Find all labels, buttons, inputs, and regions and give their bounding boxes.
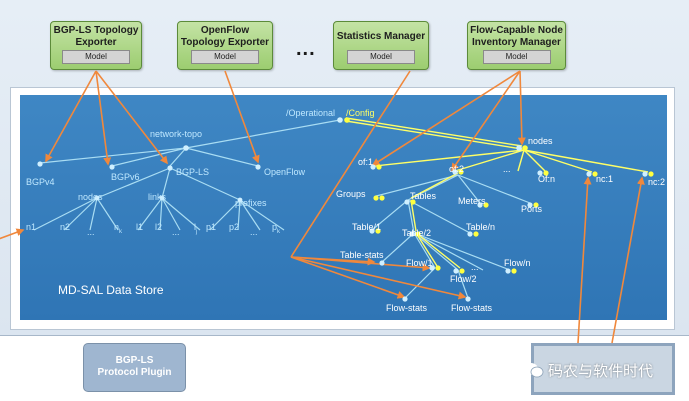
md-sal-datastore-panel (20, 95, 667, 320)
node-n1-label: n1 (26, 222, 36, 232)
link-l1-label: l1 (136, 222, 143, 232)
datastore-title: MD-SAL Data Store (58, 283, 164, 297)
tree-nodes (37, 117, 654, 302)
flown-label: Flow/n (504, 258, 531, 268)
module-title: Topology Exporter (180, 37, 270, 48)
node-ellipsis: ... (87, 227, 95, 237)
inventory-nodes-label: nodes (528, 136, 553, 146)
flow1-label: Flow/1 (406, 258, 433, 268)
openflow-label: OpenFlow (264, 167, 306, 177)
meters-label: Meters (458, 196, 486, 206)
table-stats-label: Table-stats (340, 250, 384, 260)
bgp-ls-topology-exporter-module[interactable]: BGP-LS Topology Exporter Model (50, 21, 142, 70)
links-label: links (148, 192, 167, 202)
link-ellipsis: ... (172, 227, 180, 237)
prefix-p1-label: p1 (206, 222, 216, 232)
model-badge: Model (482, 50, 551, 64)
statistics-manager-module[interactable]: Statistics Manager Model (333, 21, 429, 70)
prefix-ellipsis: ... (250, 227, 258, 237)
openflow-plugin-box (531, 343, 675, 395)
operational-label: /Operational (286, 108, 335, 118)
bgpv6-label: BGPv6 (111, 172, 140, 182)
model-badge: Model (191, 50, 259, 64)
module-title: OpenFlow (200, 25, 250, 36)
flow2-label: Flow/2 (450, 274, 477, 284)
tables-label: Tables (410, 191, 437, 201)
wechat-icon (524, 363, 544, 378)
plugin-title: BGP-LS (115, 355, 154, 366)
of2-label: of:2 (449, 164, 464, 174)
plugin-title: Protocol Plugin (97, 367, 172, 378)
flow-stats-label-1: Flow-stats (386, 303, 428, 313)
bgpv4-label: BGPv4 (26, 177, 55, 187)
table2-label: Table/2 (402, 228, 431, 238)
module-title: BGP-LS Topology (53, 25, 139, 36)
module-title: Flow-Capable Node (470, 25, 563, 36)
groups-label: Groups (336, 189, 366, 199)
config-label: /Config (346, 108, 375, 118)
node-nk-label: nk (114, 222, 123, 235)
link-l2-label: l2 (155, 222, 162, 232)
nc1-label: nc:1 (596, 174, 613, 184)
module-title: Exporter (75, 37, 117, 48)
of-ellipsis: ... (503, 164, 511, 174)
bgp-ls-label: BGP-LS (176, 167, 209, 177)
prefixes-label: prefixes (235, 198, 267, 208)
module-arrows (0, 70, 645, 344)
prefix-pk-label: pk (272, 222, 281, 235)
more-modules-ellipsis: ... (296, 38, 316, 60)
flow-capable-node-inventory-manager-module[interactable]: Flow-Capable Node Inventory Manager Mode… (467, 21, 566, 70)
module-title: Statistics Manager (336, 31, 426, 42)
openflow-topology-exporter-module[interactable]: OpenFlow Topology Exporter Model (177, 21, 273, 70)
table1-label: Table/1 (352, 222, 381, 232)
nodes-label: nodes (78, 192, 103, 202)
tablen-label: Table/n (466, 222, 495, 232)
ports-label: Ports (521, 204, 543, 214)
config-links (345, 117, 649, 269)
prefix-p2-label: p2 (229, 222, 239, 232)
model-badge: Model (62, 50, 130, 64)
model-badge: Model (347, 50, 415, 64)
watermark-text: 码农与软件时代 (548, 363, 654, 380)
of1-label: of:1 (358, 157, 373, 167)
link-lj-label: lj (194, 222, 197, 235)
flow-stats-label-2: Flow-stats (451, 303, 493, 313)
network-topo-label: network-topo (150, 129, 202, 139)
flow-ellipsis: ... (471, 262, 479, 272)
node-n2-label: n2 (60, 222, 70, 232)
module-title: Inventory Manager (472, 37, 561, 48)
bgp-ls-protocol-plugin-box[interactable]: BGP-LS Protocol Plugin (83, 343, 186, 392)
nc2-label: nc:2 (648, 177, 665, 187)
ofn-label: Of:n (538, 174, 555, 184)
